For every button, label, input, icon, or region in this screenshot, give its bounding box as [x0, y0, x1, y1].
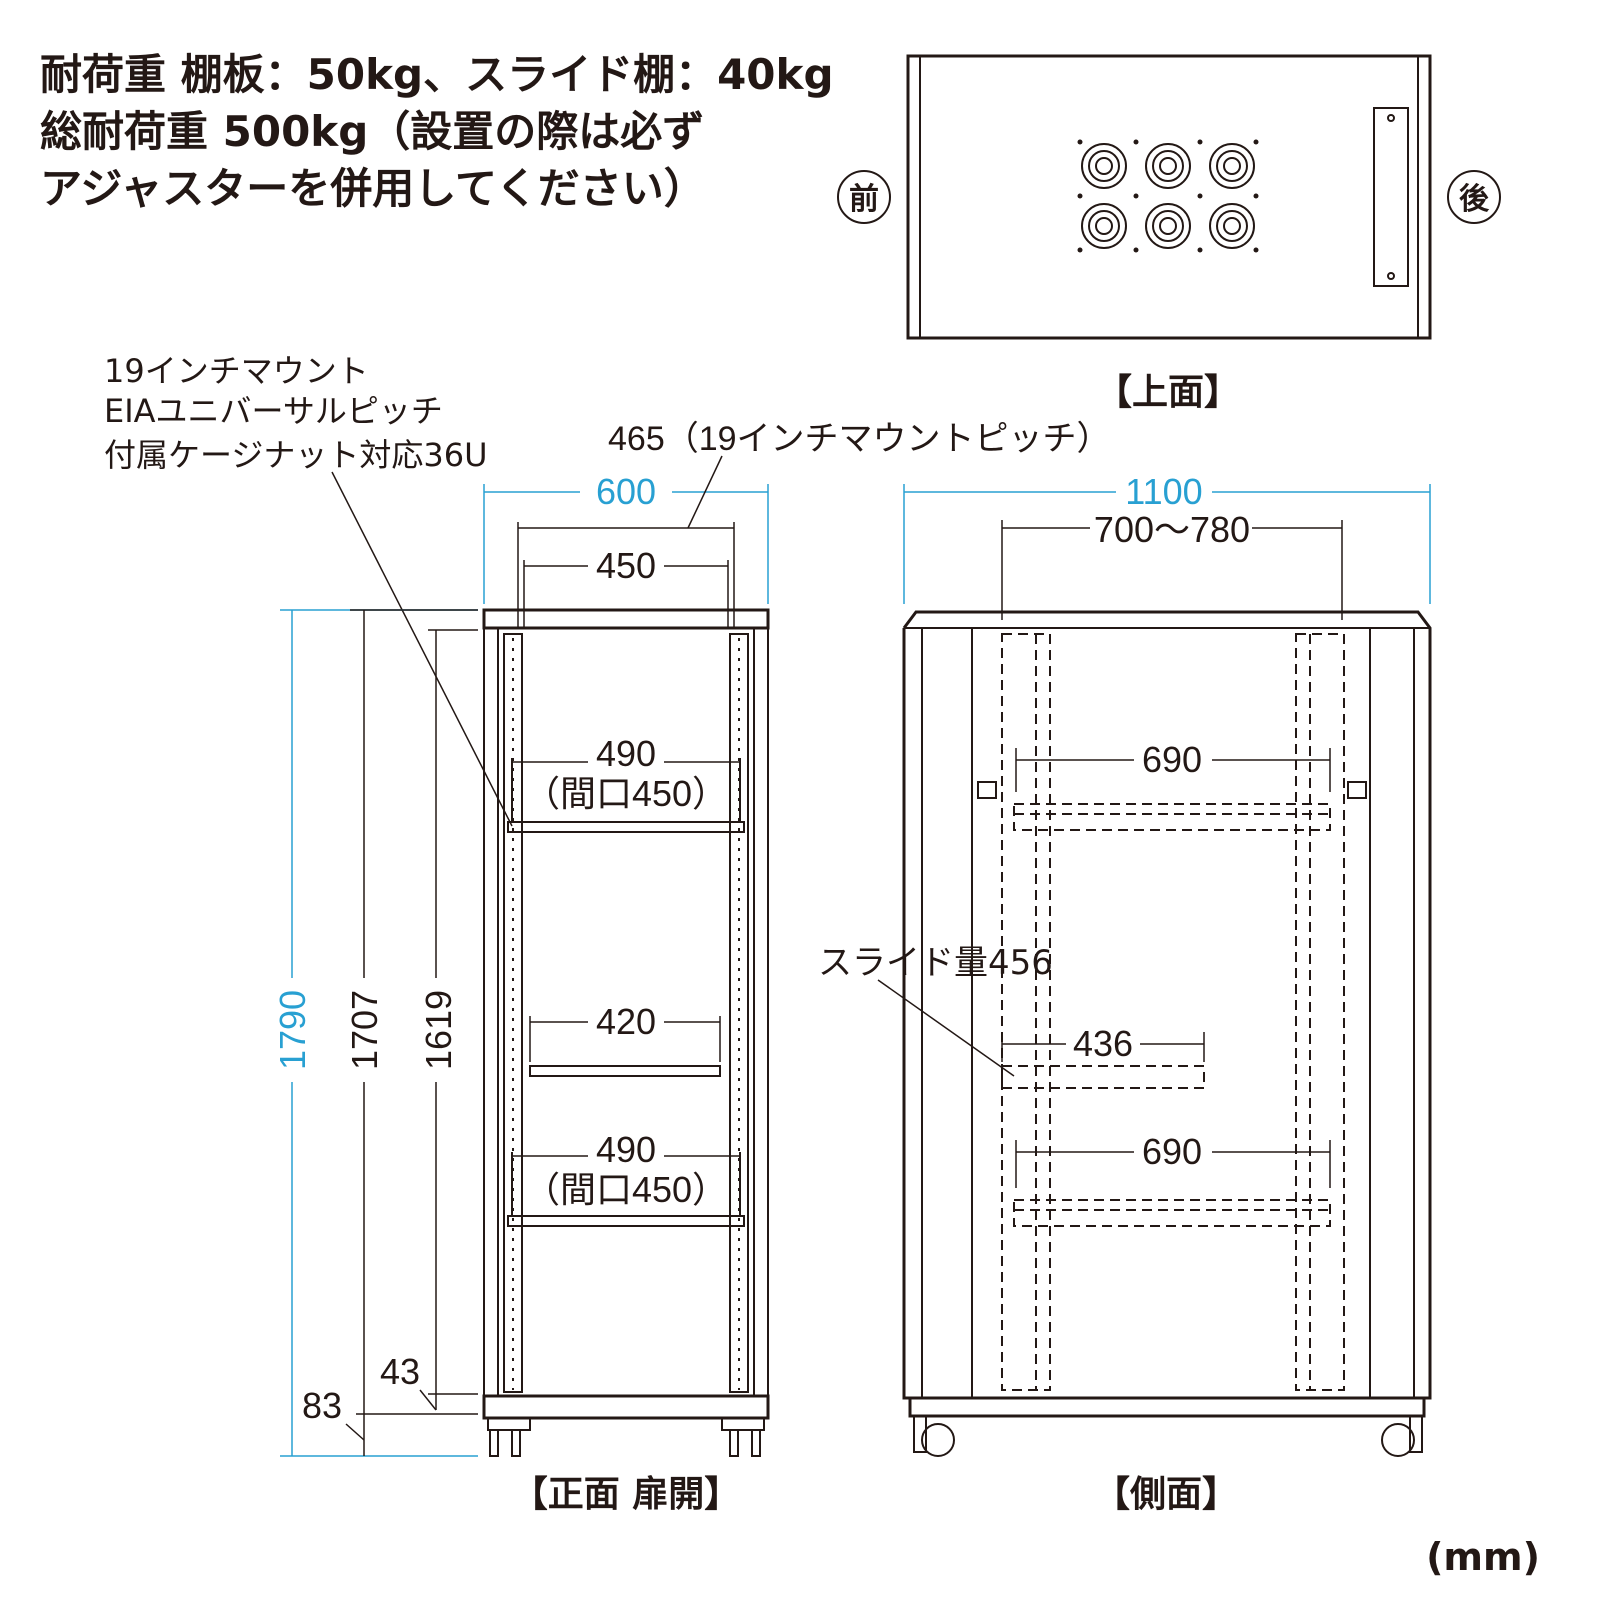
back-mark-icon	[1447, 170, 1501, 224]
fan-grid	[1077, 139, 1259, 253]
pitch-465-label: 465（19インチマウントピッチ）	[608, 420, 1111, 458]
shelf-lower-depth-label: 690	[1142, 1131, 1202, 1172]
side-view: 1100 700〜780 690 スライド量456 436 690 【側面】	[818, 471, 1432, 1515]
slide-depth-label: 436	[1073, 1023, 1133, 1064]
load-capacity-notes: 耐荷重 棚板：50kg、スライド棚：40kg 総耐荷重 500kg（設置の際は必…	[40, 46, 900, 217]
back-label: 後	[1459, 182, 1490, 217]
slide-note-label: スライド量456	[818, 943, 1053, 983]
shelf-upper-width-label: 490	[596, 733, 656, 774]
height-1707-label: 1707	[344, 990, 385, 1070]
top-view-caption: 【上面】	[1096, 372, 1240, 413]
load-note-line1: 耐荷重 棚板：50kg、スライド棚：40kg	[40, 50, 834, 99]
side-view-caption: 【側面】	[1094, 1474, 1238, 1515]
load-note-line3: アジャスターを併用してください）	[40, 164, 706, 213]
fan-icon	[1081, 203, 1127, 249]
shelf-lower-opening-label: （間口450）	[524, 1169, 728, 1210]
width-450-label: 450	[596, 545, 656, 586]
height-1619-label: 1619	[418, 990, 459, 1070]
load-note-line2: 総耐荷重 500kg（設置の際は必ず	[40, 107, 705, 156]
mount-note-leader	[331, 471, 513, 827]
mount-note-line3: 付属ケージナット対応36U	[104, 436, 488, 474]
unit-label: (mm)	[1426, 1535, 1540, 1579]
top-view: 前 後 【上面】	[837, 54, 1501, 413]
front-mark-icon	[837, 170, 891, 224]
depth-rails-label: 700〜780	[1094, 509, 1250, 550]
front-view-caption: 【正面 扉開】	[512, 1474, 741, 1515]
shelf-upper-opening-label: （間口450）	[524, 773, 728, 814]
slide-note-leader	[877, 979, 1015, 1077]
front-label: 前	[849, 182, 879, 217]
fan-icon	[1145, 143, 1191, 189]
fan-icon	[1209, 203, 1255, 249]
fan-icon	[1145, 203, 1191, 249]
fan-icon	[1209, 143, 1255, 189]
front-view: 600 465（19インチマウントピッチ） 450 490 （間口450） 42…	[104, 352, 1111, 1515]
slide-shelf-width-label: 420	[596, 1001, 656, 1042]
depth-1100-label: 1100	[1125, 471, 1202, 512]
mount-note-line1: 19インチマウント	[104, 352, 369, 390]
height-1790-label: 1790	[272, 990, 313, 1070]
shelf-lower-width-label: 490	[596, 1129, 656, 1170]
base-43-label: 43	[380, 1351, 420, 1392]
fan-icon	[1081, 143, 1127, 189]
shelf-upper-depth-label: 690	[1142, 739, 1202, 780]
base-83-label: 83	[302, 1385, 342, 1426]
mount-note-line2: EIAユニバーサルピッチ	[104, 392, 443, 430]
width-600-label: 600	[596, 471, 656, 512]
